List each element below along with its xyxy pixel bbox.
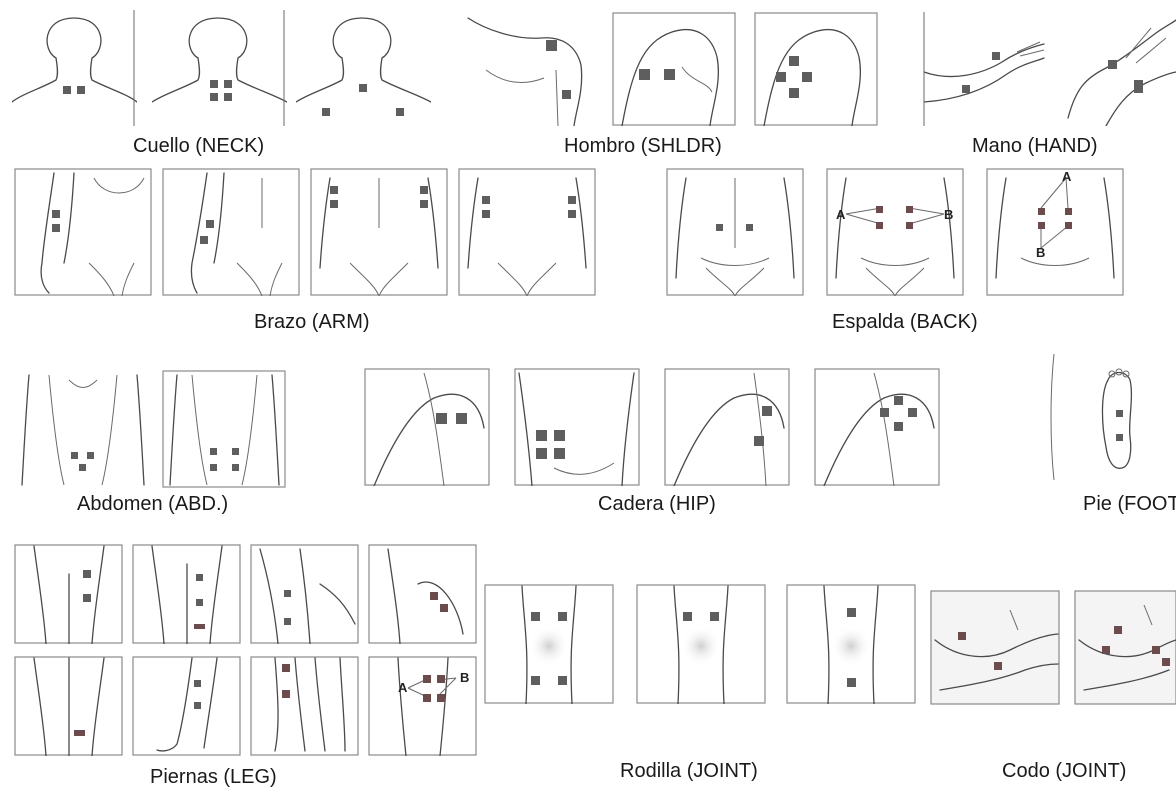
hand-panel-2 xyxy=(1066,8,1176,126)
back-caption: Espalda (BACK) xyxy=(832,311,978,334)
hip-caption: Cadera (HIP) xyxy=(598,493,716,516)
marker-b: B xyxy=(1036,245,1045,260)
arm-panel-2 xyxy=(162,168,300,296)
elbow-panel-2 xyxy=(1074,590,1176,705)
arm-panel-1 xyxy=(14,168,152,296)
shoulder-panel-1 xyxy=(466,10,591,126)
abdomen-caption: Abdomen (ABD.) xyxy=(77,493,228,516)
back-panel-3: A B xyxy=(986,168,1124,296)
back-panel-2: A B xyxy=(826,168,964,296)
shoulder-panel-2 xyxy=(612,12,737,126)
marker-a: A xyxy=(398,680,408,695)
back-panel-1 xyxy=(666,168,804,296)
hip-panel-2 xyxy=(514,368,640,486)
neck-panel-1 xyxy=(12,10,137,126)
shoulder-panel-3 xyxy=(754,12,879,126)
knee-panel-2 xyxy=(636,584,766,704)
hip-panel-3 xyxy=(664,368,790,486)
leg-panel-5 xyxy=(14,656,123,756)
leg-panel-8: A B xyxy=(368,656,477,756)
arm-caption: Brazo (ARM) xyxy=(254,311,370,334)
hand-caption: Mano (HAND) xyxy=(972,135,1098,158)
knee-panel-3 xyxy=(786,584,916,704)
arm-panel-3 xyxy=(310,168,448,296)
foot-panel xyxy=(1046,352,1176,482)
neck-panel-3 xyxy=(296,10,431,126)
leg-panel-2 xyxy=(132,544,241,644)
leg-panel-1 xyxy=(14,544,123,644)
arm-panel-4 xyxy=(458,168,596,296)
elbow-caption: Codo (JOINT) xyxy=(1002,760,1126,783)
marker-b: B xyxy=(460,670,469,685)
elbow-panel-1 xyxy=(930,590,1060,705)
knee-caption: Rodilla (JOINT) xyxy=(620,760,758,783)
leg-panel-3 xyxy=(250,544,359,644)
foot-caption: Pie (FOOT) xyxy=(1083,493,1176,516)
shoulder-caption: Hombro (SHLDR) xyxy=(564,135,722,158)
neck-caption: Cuello (NECK) xyxy=(133,135,264,158)
knee-panel-1 xyxy=(484,584,614,704)
hand-panel-1 xyxy=(922,12,1047,126)
marker-b: B xyxy=(944,207,953,222)
leg-panel-7 xyxy=(250,656,359,756)
marker-a: A xyxy=(836,207,846,222)
abdomen-panel-1 xyxy=(14,370,152,488)
leg-panel-4 xyxy=(368,544,477,644)
hip-panel-4 xyxy=(814,368,940,486)
neck-panel-2 xyxy=(152,10,287,126)
hip-panel-1 xyxy=(364,368,490,486)
leg-panel-6 xyxy=(132,656,241,756)
marker-a: A xyxy=(1062,169,1072,184)
abdomen-panel-2 xyxy=(162,370,287,488)
leg-caption: Piernas (LEG) xyxy=(150,766,277,789)
